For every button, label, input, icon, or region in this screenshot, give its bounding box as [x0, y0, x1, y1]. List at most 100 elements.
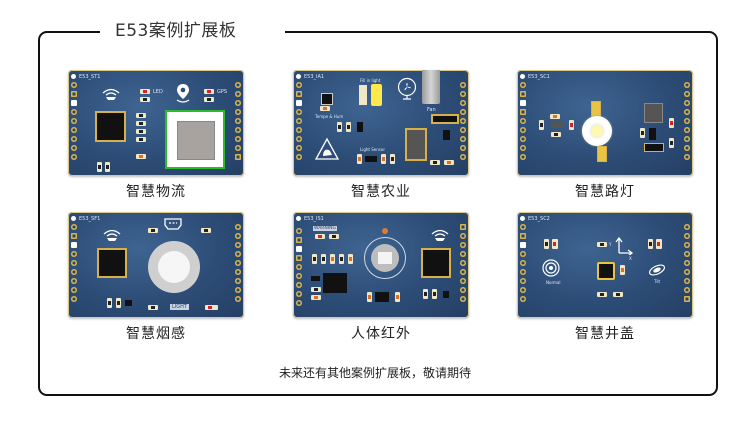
resistor [359, 85, 367, 105]
resistor [148, 305, 158, 310]
resistor [136, 121, 146, 126]
transistor [311, 276, 320, 281]
mount-hole [71, 74, 76, 79]
gps-label: GPS [217, 89, 228, 95]
transistor [443, 130, 450, 140]
tilt-status-icon [648, 264, 666, 276]
resistor [136, 113, 146, 118]
axes-icon [615, 237, 633, 255]
resistor [330, 254, 335, 264]
resistor [320, 106, 330, 111]
board-silk-label: E53_IA1 [304, 74, 325, 80]
board-silk-label: E53_ST1 [79, 74, 101, 80]
resistor [430, 160, 440, 165]
esd-warning-icon [314, 137, 340, 160]
fill-light-led [371, 84, 382, 106]
board-caption: 智慧路灯 [575, 184, 635, 200]
tilt-led [656, 239, 662, 249]
board-card-agriculture[interactable]: E53_IA1 Tempe & Hum Fill in light Fan Li… [293, 70, 469, 201]
mount-hole [296, 216, 301, 221]
left-header-pins [71, 224, 77, 302]
board-caption: 人体红外 [351, 326, 411, 342]
left-header-pins [296, 82, 302, 160]
right-header-pins [460, 224, 466, 302]
pir-sensor [364, 237, 406, 279]
smoke-sensor [148, 241, 200, 293]
gps-indicator [204, 89, 214, 94]
resistor [648, 239, 653, 249]
left-header-pins [520, 224, 526, 302]
right-header-pins [684, 224, 690, 302]
driver-ic [649, 128, 656, 140]
sensor-ic [375, 292, 389, 302]
resistor [544, 239, 549, 249]
board-card-infrared[interactable]: E53_IS1 WARNING [293, 212, 469, 343]
resistor [136, 129, 146, 134]
right-header-pins [235, 82, 241, 160]
resistor [390, 154, 395, 164]
amplifier-ic [323, 273, 347, 293]
resistor [669, 138, 674, 148]
transistor [125, 300, 132, 306]
resistor [312, 254, 317, 264]
right-header-pins [684, 82, 690, 160]
resistor [329, 234, 339, 239]
buzzer-icon [431, 229, 449, 241]
diode [431, 114, 459, 124]
board-caption: 智慧井盖 [575, 326, 635, 342]
tilt-label: Tilt [654, 279, 661, 284]
normal-led [552, 239, 558, 249]
board-image-smoke: E53_SF1 LIGHT [68, 212, 244, 318]
resistor [620, 265, 625, 275]
resistor [640, 128, 645, 138]
high-power-led [582, 116, 612, 146]
resistor [201, 228, 211, 233]
resistor [311, 287, 321, 292]
connector-icon [164, 218, 182, 230]
location-pin-icon [176, 84, 190, 103]
right-header-pins [235, 224, 241, 302]
resistor [357, 154, 362, 164]
gps-module [165, 110, 225, 169]
resistor [346, 122, 351, 132]
left-header-pins [296, 228, 302, 306]
resistor [107, 298, 112, 308]
inductor [644, 103, 663, 123]
mount-hole [71, 216, 76, 221]
transistor [357, 122, 363, 132]
diode [644, 143, 664, 152]
resistor [669, 118, 674, 128]
light-sensor [365, 156, 377, 162]
resistor [136, 137, 146, 142]
temp-hum-label: Tempe & Hum [315, 114, 344, 119]
resistor [539, 120, 544, 130]
board-image-manhole: E53_SC2 Normal Y X Tilt [517, 212, 693, 318]
footer-note: 未来还有其他案例扩展板，敬请期待 [278, 366, 471, 380]
resistor [116, 298, 121, 308]
board-caption: 智慧烟感 [126, 326, 186, 342]
buzzer-icon [103, 229, 121, 241]
accelerometer-chip [597, 262, 615, 280]
board-card-smoke[interactable]: E53_SF1 LIGHT 智慧烟感 [68, 212, 244, 343]
resistor [569, 120, 574, 130]
fan-motor [422, 70, 440, 104]
title-gap [100, 24, 285, 38]
buzzer-icon [102, 88, 120, 100]
board-caption: 智慧物流 [126, 184, 186, 200]
board-card-manhole[interactable]: E53_SC2 Normal Y X Tilt 智慧井盖 [517, 212, 693, 343]
led-indicator [140, 89, 150, 94]
resistor [337, 122, 342, 132]
resistor [423, 289, 428, 299]
fan-label: Fan [427, 107, 436, 113]
mount-hole [296, 74, 301, 79]
board-image-infrared: E53_IS1 WARNING [293, 212, 469, 318]
fill-light-label: Fill in light [360, 78, 381, 83]
led-pad [591, 101, 601, 117]
board-card-streetlight[interactable]: E53_SC1 智慧路灯 [517, 70, 693, 201]
board-card-logistics[interactable]: E53_ST1 LED GPS [68, 70, 244, 201]
resistor [597, 242, 607, 247]
mount-hole [520, 74, 525, 79]
normal-status-icon [542, 259, 560, 277]
power-regulator [405, 128, 427, 161]
resistor [367, 292, 372, 302]
